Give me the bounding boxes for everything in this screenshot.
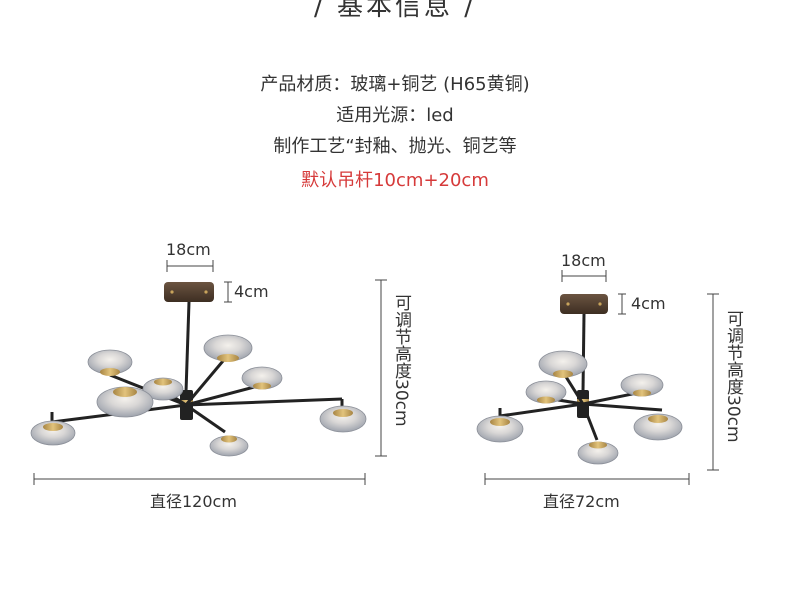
spec-process: 制作工艺“封釉、抛光、铜艺等 [273, 136, 517, 157]
left-canopy-height-label: 4cm [234, 282, 269, 301]
right-canopy-height-dimension [618, 293, 626, 315]
left-adjustable-height-label: 可调节高度30cm [391, 294, 411, 427]
left-rod [184, 301, 191, 393]
left-shades [30, 334, 367, 457]
left-diameter-dimension [33, 473, 366, 485]
left-canopy [164, 282, 214, 302]
right-canopy-width-label: 18cm [561, 251, 606, 270]
right-chandelier [476, 270, 719, 485]
right-adjustable-height-label: 可调节高度30cm [723, 310, 743, 443]
spec-rod-note: 默认吊杆10cm+20cm [301, 170, 489, 191]
right-rod [581, 313, 586, 393]
left-canopy-height-dimension [224, 281, 232, 303]
left-diameter-label: 直径120cm [150, 492, 237, 511]
right-adjustable-height-dimension [707, 293, 719, 471]
left-chandelier [30, 260, 387, 485]
right-diameter-dimension [484, 473, 690, 485]
spec-material: 产品材质：玻璃+铜艺 (H65黄铜) [260, 74, 530, 95]
right-canopy [560, 294, 608, 314]
left-canopy-width-dimension [166, 260, 214, 272]
spec-light-source: 适用光源：led [336, 105, 454, 126]
section-heading: / 基本信息 / [313, 0, 477, 22]
right-canopy-width-dimension [561, 270, 607, 282]
right-diameter-label: 直径72cm [543, 492, 620, 511]
right-shades [476, 350, 683, 465]
left-adjustable-height-dimension [375, 279, 387, 457]
left-canopy-width-label: 18cm [166, 240, 211, 259]
right-canopy-height-label: 4cm [631, 294, 666, 313]
